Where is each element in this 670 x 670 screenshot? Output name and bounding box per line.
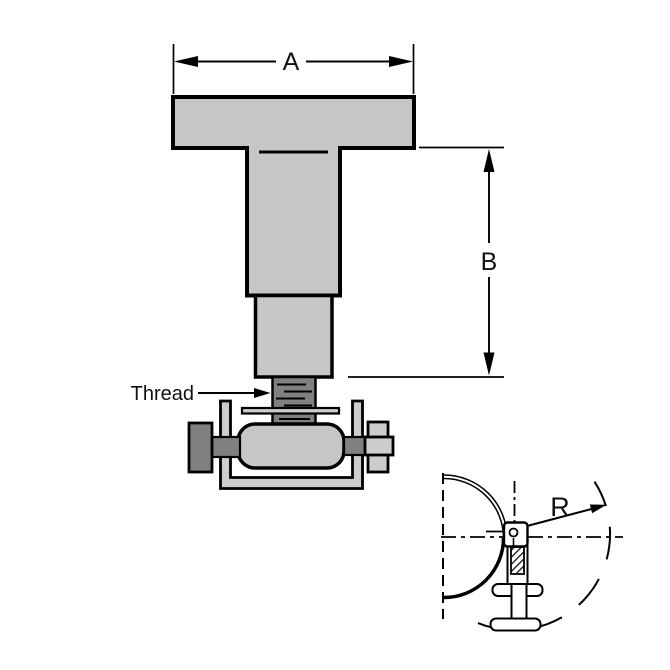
t-handle-body (171, 95, 416, 298)
washer-plate (240, 406, 341, 415)
pivot-hole (508, 527, 519, 538)
arrowhead-right-icon (389, 56, 413, 67)
main-figure: A B (131, 44, 504, 490)
arrowhead-left-icon (174, 56, 198, 67)
axle-shaft-left (209, 435, 242, 459)
spindle-body (253, 293, 334, 379)
arrowhead-down-icon (483, 352, 495, 376)
swivel-inset: R (441, 473, 623, 632)
inset-jack-stand (489, 543, 544, 632)
t-handle (171, 95, 416, 298)
roller-barrel (236, 422, 346, 470)
swivel-arc-upper-inner (443, 477, 505, 539)
dimension-b: B (348, 146, 504, 378)
thread-lines (276, 383, 312, 421)
arrowhead-thread-icon (254, 388, 271, 398)
swing-radius-dashed-arc (468, 481, 612, 632)
dim-a-label: A (283, 48, 300, 76)
hex-nut-flat (363, 435, 395, 457)
stand-thread-hatch (510, 546, 525, 575)
clamp-knob (187, 421, 214, 474)
radius-label: R (550, 492, 570, 522)
swivel-arc-lower (443, 537, 506, 600)
threaded-rod (271, 375, 317, 427)
thread-callout: Thread (131, 383, 271, 405)
hex-nut (363, 420, 395, 474)
arrowhead-radius-icon (589, 504, 607, 514)
arrowhead-up-icon (483, 149, 495, 172)
yoke-bracket (219, 399, 364, 490)
thread-label: Thread (131, 383, 194, 405)
dimension-a: A (172, 44, 415, 94)
radius-leader-line (526, 505, 602, 527)
dim-b-label: B (481, 248, 498, 276)
swivel-arc-upper-outer (443, 474, 508, 539)
stand-lower-stem (510, 583, 528, 621)
stand-base (489, 617, 542, 632)
